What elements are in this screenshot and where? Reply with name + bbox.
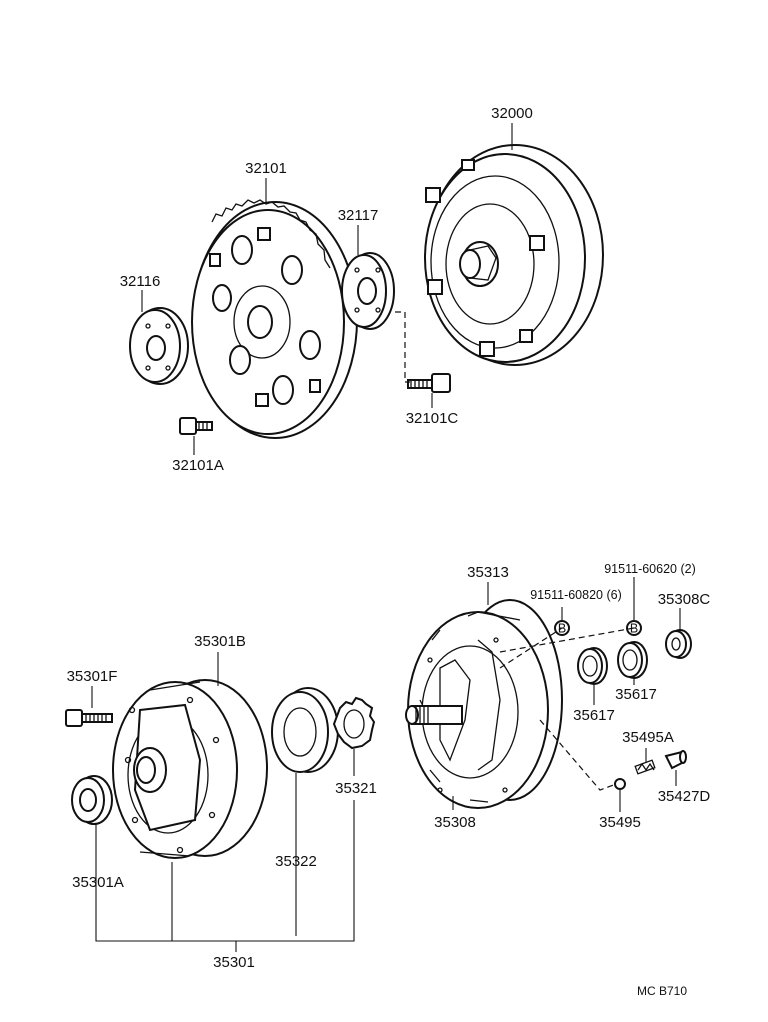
label-35322: 35322 [275,853,317,870]
spring-35495A[interactable] [634,759,656,775]
label-32101A: 32101A [172,457,224,474]
label-32101: 32101 [245,160,287,177]
label-35301A: 35301A [72,874,124,891]
label-35427D: 35427D [658,788,711,805]
label-35321: 35321 [335,780,377,797]
dash-leader-bolts [499,627,635,669]
label-35617-a: 35617 [573,707,615,724]
label-35301: 35301 [213,954,255,971]
label-35495A: 35495A [622,729,674,746]
label-35617-b: 35617 [615,686,657,703]
label-35495: 35495 [599,814,641,831]
assembly-bracket-35301 [95,936,355,942]
svg-text:B: B [630,622,638,636]
oil-seal-35301A[interactable] [71,775,113,825]
plug-35427D[interactable] [664,750,687,770]
stator-support-35308[interactable] [405,599,563,809]
spacer-32116[interactable] [129,307,189,385]
label-35301F: 35301F [67,668,118,685]
check-ball-35495[interactable] [614,778,626,790]
torque-converter-32000[interactable] [424,144,604,366]
label-35313: 35313 [467,564,509,581]
label-91511-60620: 91511-60620 (2) [604,562,696,576]
bolt-32101A[interactable] [179,417,213,435]
bolt-32101C[interactable] [407,373,451,393]
label-35301B: 35301B [194,633,246,650]
label-32101C: 32101C [406,410,459,427]
seal-ring-35308C[interactable] [665,629,692,659]
driven-gear-35322[interactable] [271,687,339,773]
seal-ring-35617-a[interactable] [577,647,608,685]
dash-leader-35495 [539,719,617,791]
label-32117: 32117 [338,207,379,224]
label-32000: 32000 [491,105,533,122]
spacer-32117[interactable] [341,252,395,330]
bolt-35301F[interactable] [65,709,113,727]
label-91511-60820: 91511-60820 (6) [530,588,622,602]
seal-ring-35617-b[interactable] [617,641,648,679]
diagram-code: MC B710 [637,984,687,998]
oil-pump-body-35301B[interactable] [112,679,268,859]
drive-plate-32101[interactable] [191,199,358,439]
label-35308: 35308 [434,814,476,831]
drive-gear-35321[interactable] [332,696,376,750]
bolt-marker-b-2[interactable]: B [626,620,642,636]
label-32116: 32116 [120,273,161,290]
dash-leader-32101C [395,311,410,383]
label-35308C: 35308C [658,591,711,608]
